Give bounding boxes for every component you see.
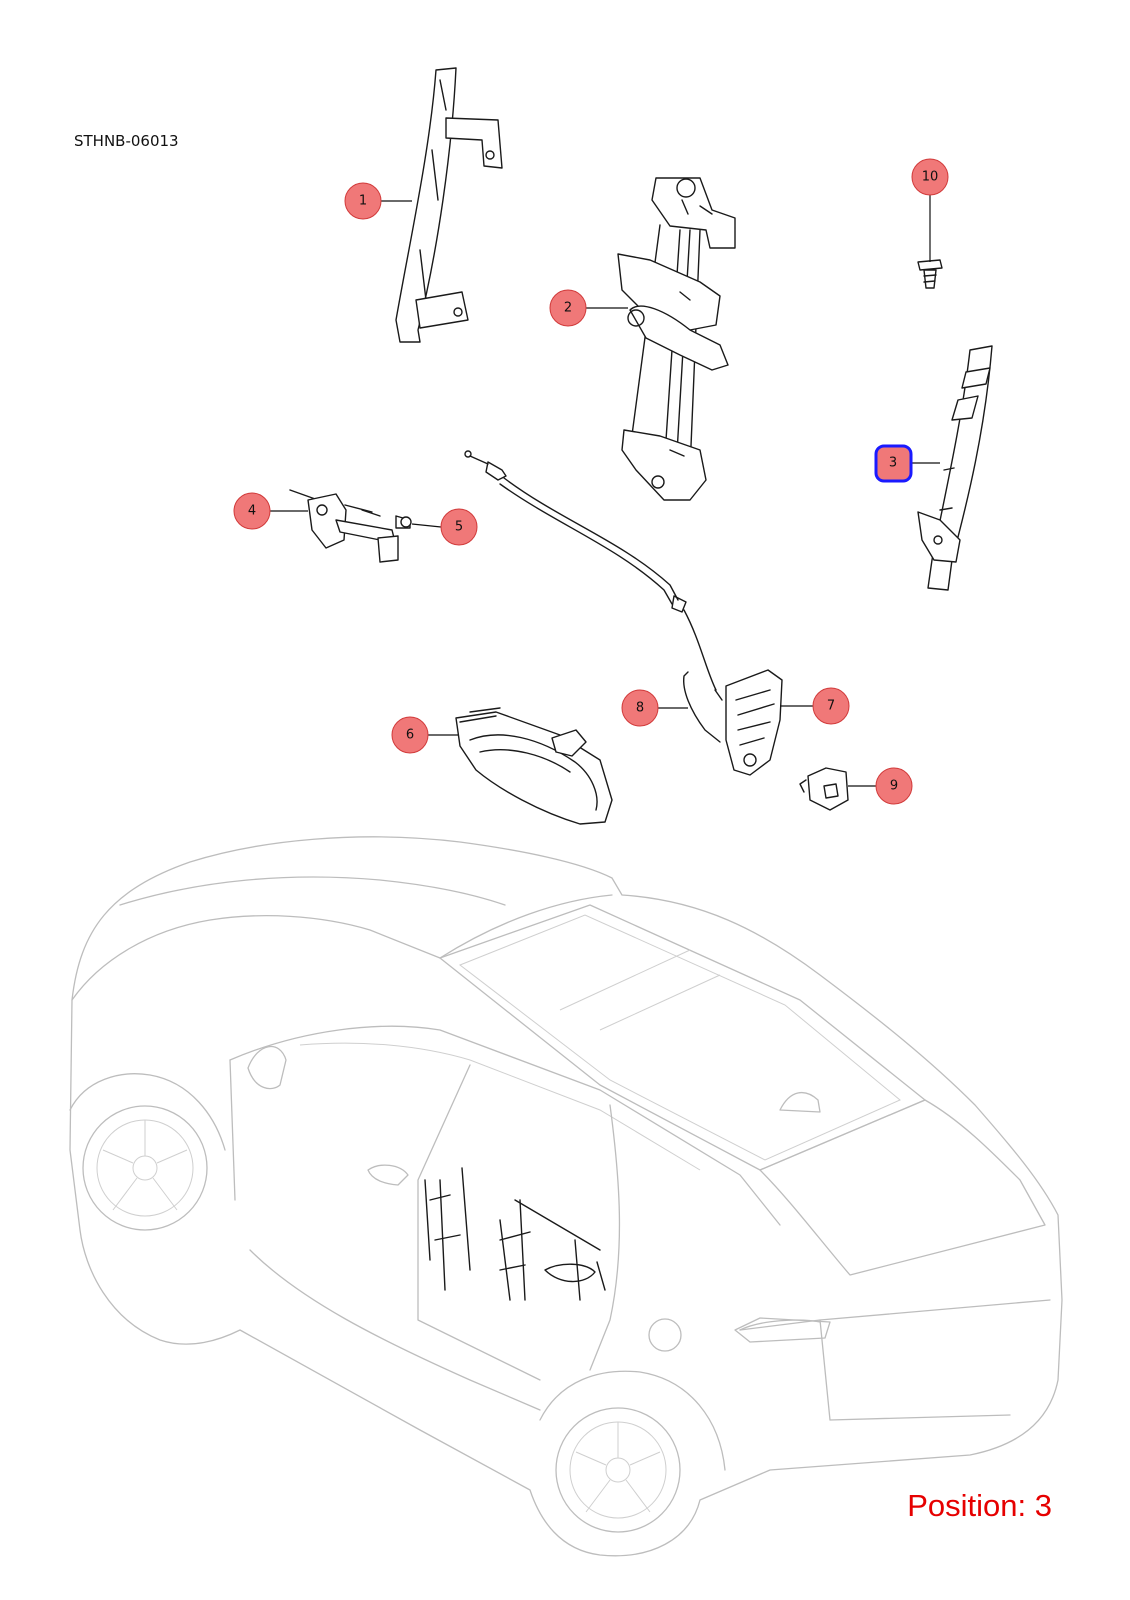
callout-10-label: 10	[922, 170, 939, 185]
part-5-bolt	[361, 509, 412, 529]
callout-1[interactable]: 1	[344, 182, 382, 220]
callout-6[interactable]: 6	[391, 716, 429, 754]
part-7-door-latch	[714, 669, 783, 776]
part-9-striker	[799, 767, 849, 811]
part-2-window-regulator	[617, 177, 736, 501]
callout-8-label: 8	[636, 701, 644, 716]
callout-8[interactable]: 8	[621, 689, 659, 727]
callout-1-label: 1	[359, 194, 367, 209]
part-10-screw	[917, 259, 943, 289]
part-1-glass-channel	[395, 67, 503, 343]
callout-6-label: 6	[406, 728, 414, 743]
callout-7-label: 7	[827, 699, 835, 714]
part-6-door-handle	[455, 707, 613, 825]
callout-4[interactable]: 4	[233, 492, 271, 530]
leader-lines	[270, 195, 940, 787]
diagram-code: STHNB-06013	[74, 132, 179, 150]
vehicle-illustration	[69, 836, 1063, 1557]
part-8-release-cable	[464, 450, 721, 743]
callout-9-label: 9	[890, 779, 898, 794]
callout-3[interactable]: 3	[874, 444, 913, 483]
callout-5-label: 5	[455, 520, 463, 535]
callout-3-label: 3	[889, 456, 897, 471]
part-4-door-check	[289, 489, 399, 563]
callout-3-highlight	[874, 444, 913, 483]
callout-10[interactable]: 10	[911, 158, 949, 196]
position-indicator: Position: 3	[907, 1488, 1052, 1523]
callout-5[interactable]: 5	[440, 508, 478, 546]
callout-2[interactable]: 2	[549, 289, 587, 327]
callout-4-label: 4	[248, 504, 256, 519]
callout-7[interactable]: 7	[812, 687, 850, 725]
callout-9[interactable]: 9	[875, 767, 913, 805]
part-3-glass-channel	[917, 345, 993, 591]
callout-2-label: 2	[564, 301, 572, 316]
